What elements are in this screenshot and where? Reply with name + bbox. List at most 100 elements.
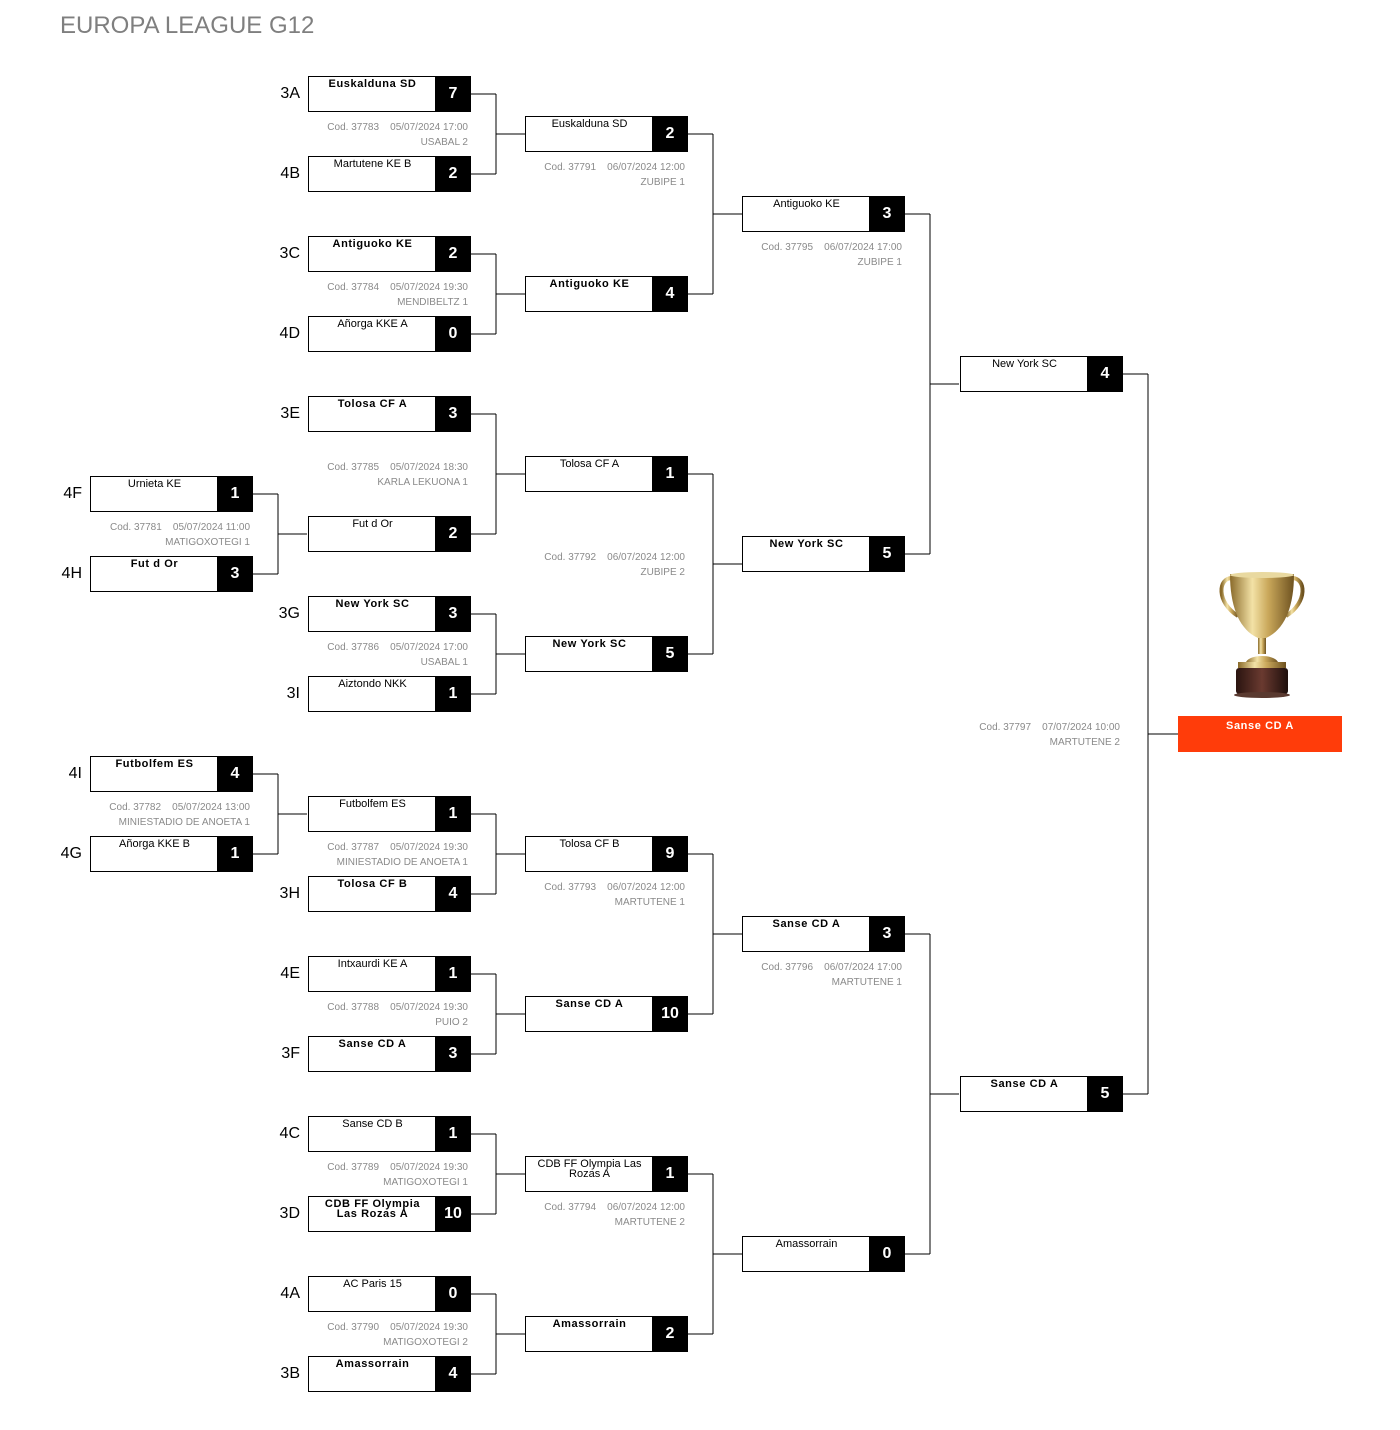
team-score: 4 [1087,356,1123,392]
spacer [379,462,390,473]
match-code: Cod. 37789 [327,1162,380,1173]
team-name: Antiguoko KE [332,239,413,250]
match-code: Cod. 37796 [761,962,814,973]
match-code-date-row: Cod. 37782 05/07/2024 13:00 [109,800,250,815]
match-code: Cod. 37794 [544,1202,597,1213]
team-name: Futbolfem ES [115,759,194,770]
team-name: Fut d Or [352,519,393,530]
match-datetime: 05/07/2024 17:00 [390,642,468,653]
match-datetime: 06/07/2024 17:00 [824,962,902,973]
match-code: Cod. 37795 [761,242,814,253]
team-slot[interactable]: Añorga KKE B 1 [90,836,253,872]
match-code-date-row: Cod. 37784 05/07/2024 19:30 [327,280,468,295]
match-code: Cod. 37781 [110,522,162,533]
seed-label: 4C [279,1125,300,1142]
match-venue: MARTUTENE 2 [1049,737,1120,748]
seed-label: 4B [280,165,300,182]
team-name: Fut d Or [130,559,179,570]
champion-box: Sanse CD A [1178,716,1342,752]
match-venue: USABAL 2 [420,137,468,148]
team-name: New York SC [335,599,410,610]
match-code: Cod. 37797 [979,722,1032,733]
spacer [813,242,824,253]
seed-label: 3E [280,405,300,422]
team-score: 5 [1087,1076,1123,1112]
match-datetime: 06/07/2024 12:00 [607,162,685,173]
team-name: Amassorrain [552,1319,627,1330]
team-score: 1 [652,456,688,492]
team-score: 1 [435,956,471,992]
match-datetime: 05/07/2024 19:30 [390,1162,468,1173]
team-name: Amassorrain [335,1359,410,1370]
match-code-date-row: Cod. 37795 06/07/2024 17:00 [761,240,902,255]
team-slot[interactable]: Fut d Or 2 [308,516,471,552]
team-name: Sanse CD A [338,1039,407,1050]
team-name: Antiguoko KE [773,199,840,210]
match-venue: MATIGOXOTEGI 1 [165,537,250,548]
team-name: New York SC [769,539,844,550]
team-name: AC Paris 15 [343,1279,402,1290]
team-name: Añorga KKE B [119,839,190,850]
seed-label: 3F [281,1045,300,1062]
match-code-date-row: Cod. 37790 05/07/2024 19:30 [327,1320,468,1335]
seed-label: 4E [280,965,300,982]
match-venue: MARTUTENE 1 [614,897,685,908]
team-name: CDB FF Olympia Las Rozas A [537,1159,642,1180]
team-score: 10 [652,996,688,1032]
team-score: 1 [217,836,253,872]
team-score: 3 [435,396,471,432]
team-score: 0 [869,1236,905,1272]
match-code: Cod. 37791 [544,162,597,173]
match-venue: ZUBIPE 1 [857,257,902,268]
match-venue: PUIO 2 [435,1017,468,1028]
match-venue: MARTUTENE 2 [614,1217,685,1228]
match-code: Cod. 37783 [327,122,380,133]
match-venue: MATIGOXOTEGI 1 [383,1177,468,1188]
team-score: 1 [435,796,471,832]
spacer [379,1322,390,1333]
spacer [813,962,824,973]
team-score: 2 [435,516,471,552]
match-venue: ZUBIPE 1 [640,177,685,188]
